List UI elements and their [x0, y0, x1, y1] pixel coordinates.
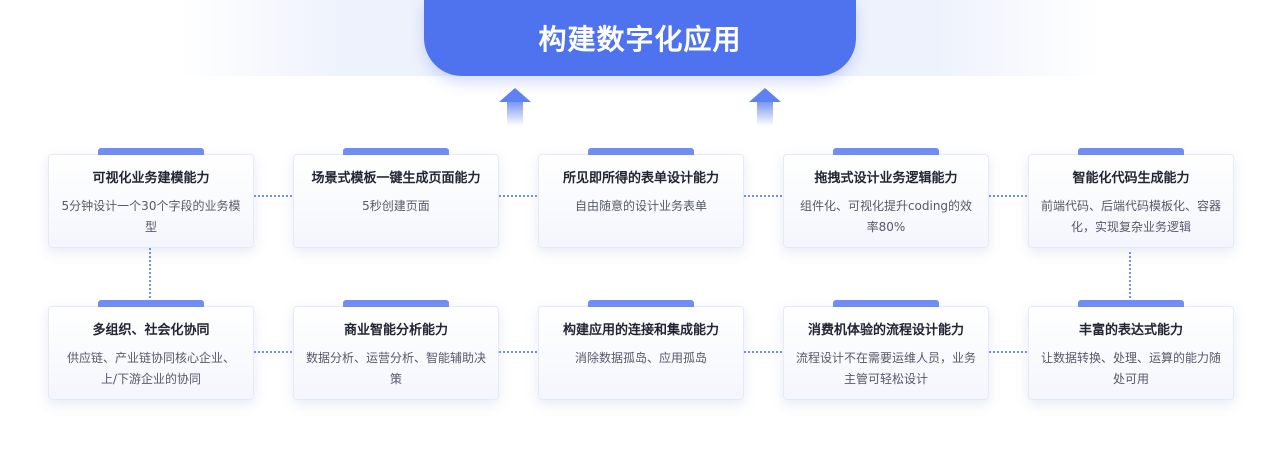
card-desc: 消除数据孤岛、应用孤岛	[574, 351, 707, 365]
connector-line	[744, 195, 782, 197]
card-title: 拖拽式设计业务逻辑能力	[814, 171, 958, 186]
capability-card: 场景式模板一键生成页面能力 5秒创建页面	[293, 148, 499, 248]
card-title: 丰富的表达式能力	[1078, 323, 1183, 338]
card-desc: 流程设计不在需要运维人员，业务主管可轻松设计	[795, 351, 976, 386]
card-title: 可视化业务建模能力	[92, 171, 210, 186]
capability-card: 商业智能分析能力 数据分析、运营分析、智能辅助决策	[293, 300, 499, 400]
card-title: 场景式模板一键生成页面能力	[311, 171, 481, 186]
card-title: 商业智能分析能力	[343, 323, 448, 338]
card-desc: 前端代码、后端代码模板化、容器化，实现复杂业务逻辑	[1040, 199, 1221, 234]
capability-card: 智能化代码生成能力 前端代码、后端代码模板化、容器化，实现复杂业务逻辑	[1028, 148, 1234, 248]
connector-line	[499, 195, 537, 197]
card-tab	[833, 300, 939, 307]
card-tab	[833, 148, 939, 155]
up-arrow-icon	[749, 88, 781, 128]
card-desc: 组件化、可视化提升coding的效率80%	[799, 199, 973, 234]
card-title: 所见即所得的表单设计能力	[562, 171, 719, 186]
connector-line	[254, 351, 292, 353]
connector-line	[149, 248, 151, 298]
card-tab	[343, 148, 449, 155]
connector-line	[989, 351, 1027, 353]
connector-line	[1129, 252, 1131, 298]
up-arrow-icon	[499, 88, 531, 128]
card-desc: 数据分析、运营分析、智能辅助决策	[305, 351, 486, 386]
card-tab	[98, 148, 204, 155]
capability-card: 消费机体验的流程设计能力 流程设计不在需要运维人员，业务主管可轻松设计	[783, 300, 989, 400]
connector-line	[989, 195, 1027, 197]
card-title: 智能化代码生成能力	[1072, 171, 1190, 186]
card-tab	[1078, 300, 1184, 307]
card-desc: 供应链、产业链协同核心企业、上/下游企业的协同	[66, 351, 235, 386]
card-title: 构建应用的连接和集成能力	[562, 323, 719, 338]
connector-line	[499, 351, 537, 353]
card-desc: 自由随意的设计业务表单	[574, 199, 707, 213]
card-tab	[588, 148, 694, 155]
capability-card: 所见即所得的表单设计能力 自由随意的设计业务表单	[538, 148, 744, 248]
card-desc: 5秒创建页面	[362, 199, 430, 213]
card-title: 消费机体验的流程设计能力	[807, 323, 964, 338]
card-tab	[1078, 148, 1184, 155]
capability-card: 可视化业务建模能力 5分钟设计一个30个字段的业务模型	[48, 148, 254, 248]
connector-line	[744, 351, 782, 353]
card-tab	[98, 300, 204, 307]
capability-card: 丰富的表达式能力 让数据转换、处理、运算的能力随处可用	[1028, 300, 1234, 400]
capability-card: 构建应用的连接和集成能力 消除数据孤岛、应用孤岛	[538, 300, 744, 400]
card-tab	[588, 300, 694, 307]
capability-card: 拖拽式设计业务逻辑能力 组件化、可视化提升coding的效率80%	[783, 148, 989, 248]
capability-card: 多组织、社会化协同 供应链、产业链协同核心企业、上/下游企业的协同	[48, 300, 254, 400]
card-desc: 5分钟设计一个30个字段的业务模型	[61, 199, 241, 234]
banner-title: 构建数字化应用	[424, 0, 856, 76]
connector-line	[254, 195, 292, 197]
card-title: 多组织、社会化协同	[92, 323, 210, 338]
card-tab	[343, 300, 449, 307]
card-desc: 让数据转换、处理、运算的能力随处可用	[1040, 351, 1221, 386]
